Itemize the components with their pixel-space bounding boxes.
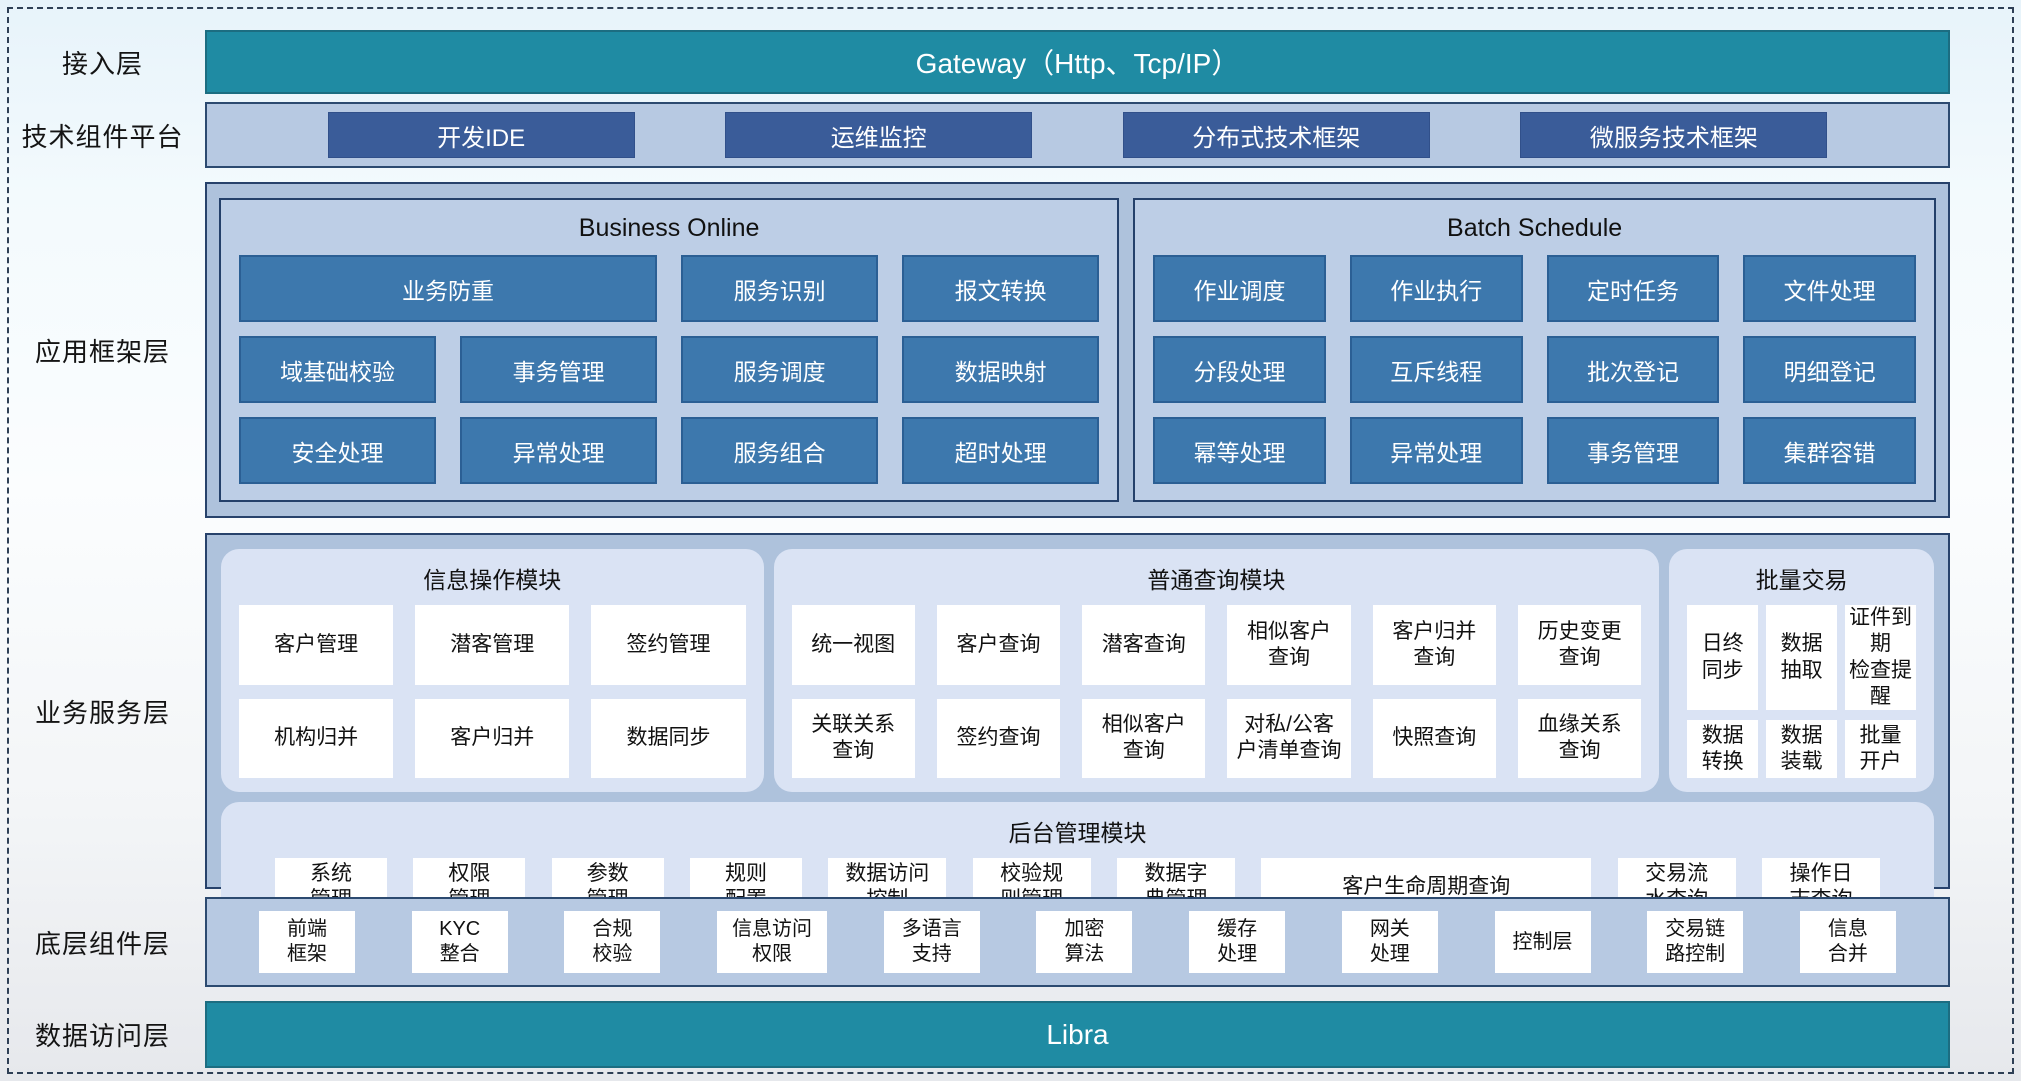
batch-trade-cell: 日终 同步 [1687,605,1759,710]
layer-data-access: 数据访问层 Libra [0,1001,1950,1068]
info-ops-module: 信息操作模块 客户管理潜客管理签约管理机构归并客户归并数据同步 [221,549,764,792]
architecture-diagram: 接入层 Gateway（Http、Tcp/IP） 技术组件平台 开发IDE 运维监… [0,30,1950,1068]
batch-schedule-cell: 分段处理 [1153,336,1326,403]
common-query-cell: 快照查询 [1372,698,1496,778]
layer-business-service: 业务服务层 信息操作模块 客户管理潜客管理签约管理机构归并客户归并数据同步 普通… [0,533,1950,930]
info-ops-cell: 机构归并 [239,698,394,778]
info-ops-cell: 签约管理 [591,605,746,685]
base-component-cell: 多语言 支持 [883,911,980,973]
batch-schedule-cell: 文件处理 [1743,255,1916,322]
batch-schedule-cell: 作业执行 [1349,255,1523,322]
batch-schedule-cell: 互斥线程 [1349,336,1523,403]
common-query-cell: 客户查询 [936,605,1061,685]
common-query-cell: 关联关系 查询 [791,698,915,778]
batch-trade-cell: 数据 装载 [1766,720,1838,778]
business-online-cell: 域基础校验 [239,336,437,403]
common-query-cell: 签约查询 [936,698,1061,778]
tech-platform-item: 运维监控 [725,112,1033,158]
business-service-panel: 信息操作模块 客户管理潜客管理签约管理机构归并客户归并数据同步 普通查询模块 统… [205,533,1950,930]
batch-trade-cell: 证件到期 检查提醒 [1845,605,1916,710]
business-online-cell: 数据映射 [902,336,1100,403]
batch-schedule-title: Batch Schedule [1447,214,1623,242]
layer-label-app-framework: 应用框架层 [34,336,170,367]
batch-schedule-cell: 定时任务 [1546,255,1720,322]
tech-platform-item: 微服务技术框架 [1520,112,1828,158]
base-component-cell: KYC 整合 [411,911,508,973]
batch-schedule-cell: 集群容错 [1743,417,1916,484]
business-online-cell: 超时处理 [902,417,1100,484]
common-query-cell: 对私/公客 户清单查询 [1227,698,1351,778]
batch-schedule-cell: 明细登记 [1743,336,1916,403]
layer-app-framework: 应用框架层 Business Online 业务防重服务识别报文转换域基础校验事… [0,182,1950,518]
common-query-cell: 相似客户 查询 [1227,605,1351,685]
common-query-cell: 历史变更 查询 [1517,605,1642,685]
batch-trade-cell: 数据 转换 [1687,720,1759,778]
base-component-cell: 前端 框架 [259,911,355,973]
common-query-title: 普通查询模块 [1147,567,1286,593]
info-ops-cell: 潜客管理 [415,605,570,685]
libra-bar: Libra [205,1001,1950,1068]
info-ops-cell: 数据同步 [591,698,746,778]
layer-label-access: 接入层 [61,48,143,79]
backend-mgmt-title: 后台管理模块 [1008,820,1147,846]
business-online-cell: 服务识别 [681,255,879,322]
business-online-cell: 事务管理 [460,336,658,403]
business-online-panel: Business Online 业务防重服务识别报文转换域基础校验事务管理服务调… [219,198,1120,502]
tech-platform-item: 开发IDE [327,112,635,158]
common-query-cell: 客户归并 查询 [1372,605,1496,685]
common-query-cell: 潜客查询 [1082,605,1206,685]
batch-schedule-cell: 幂等处理 [1153,417,1326,484]
info-ops-cell: 客户管理 [239,605,394,685]
batch-schedule-cell: 批次登记 [1546,336,1720,403]
batch-trade-title: 批量交易 [1755,567,1848,593]
common-query-cell: 血缘关系 查询 [1517,698,1642,778]
layer-access: 接入层 Gateway（Http、Tcp/IP） [0,30,1950,94]
business-online-cell: 服务组合 [681,417,879,484]
batch-schedule-panel: Batch Schedule 作业调度作业执行定时任务文件处理分段处理互斥线程批… [1133,198,1936,502]
business-online-cell: 业务防重 [239,255,658,322]
base-component-cell: 缓存 处理 [1189,911,1286,973]
batch-schedule-cell: 异常处理 [1349,417,1523,484]
batch-trade-cell: 数据 抽取 [1766,605,1838,710]
layer-label-base-components: 底层组件层 [34,928,170,959]
tech-platform-item: 分布式技术框架 [1122,112,1430,158]
layer-tech-platform: 技术组件平台 开发IDE 运维监控 分布式技术框架 微服务技术框架 [0,102,1950,168]
base-component-cell: 加密 算法 [1036,911,1133,973]
layer-label-tech-platform: 技术组件平台 [21,121,184,152]
layer-base-components: 底层组件层 前端 框架 KYC 整合合规 校验信息访问 权限多语言 支持加密 算法… [0,897,1950,987]
app-framework-panel: Business Online 业务防重服务识别报文转换域基础校验事务管理服务调… [205,182,1950,518]
tech-platform-panel: 开发IDE 运维监控 分布式技术框架 微服务技术框架 [205,102,1950,168]
batch-schedule-cell: 作业调度 [1153,255,1326,322]
base-component-cell: 信息访问 权限 [717,911,828,973]
common-query-cell: 统一视图 [791,605,915,685]
business-online-cell: 服务调度 [681,336,879,403]
business-online-cell: 异常处理 [460,417,658,484]
batch-schedule-cell: 事务管理 [1546,417,1720,484]
layer-label-business-service: 业务服务层 [34,697,170,728]
common-query-cell: 相似客户 查询 [1082,698,1206,778]
base-component-cell: 合规 校验 [564,911,661,973]
base-component-cell: 网关 处理 [1341,911,1438,973]
info-ops-cell: 客户归并 [415,698,570,778]
base-component-cell: 交易链 路控制 [1647,911,1744,973]
base-components-panel: 前端 框架 KYC 整合合规 校验信息访问 权限多语言 支持加密 算法缓存 处理网… [205,897,1950,987]
base-component-cell: 信息 合并 [1799,911,1896,973]
base-component-cell: 控制层 [1494,911,1591,973]
info-ops-title: 信息操作模块 [423,567,562,593]
gateway-bar: Gateway（Http、Tcp/IP） [205,30,1950,94]
business-online-cell: 安全处理 [239,417,437,484]
batch-trade-module: 批量交易 日终 同步数据 抽取证件到期 检查提醒数据 转换数据 装载批量 开户 [1669,549,1934,792]
layer-label-data-access: 数据访问层 [34,1021,170,1051]
business-online-title: Business Online [578,214,760,242]
common-query-module: 普通查询模块 统一视图客户查询潜客查询相似客户 查询客户归并 查询历史变更 查询… [773,549,1660,792]
business-online-cell: 报文转换 [902,255,1100,322]
batch-trade-cell: 批量 开户 [1845,720,1916,778]
